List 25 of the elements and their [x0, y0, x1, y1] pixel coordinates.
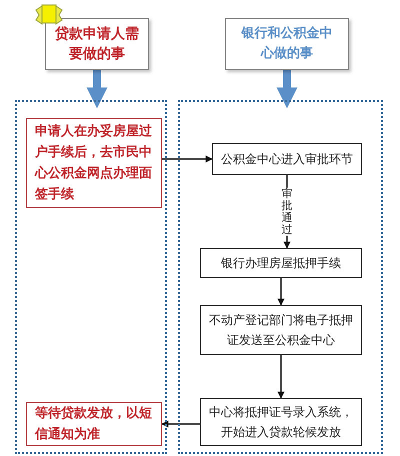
step-text: 公积金中心进入审批环节: [221, 151, 353, 168]
arrow: [86, 70, 108, 108]
edge-label: 审批通过: [282, 187, 292, 236]
arrow: [161, 420, 200, 428]
dotted-panel: [15, 100, 167, 454]
arrow: [162, 156, 213, 162]
dotted-panel: [178, 100, 383, 454]
step-box: [26, 402, 162, 446]
process-box: [200, 248, 362, 278]
arrow: [278, 278, 284, 306]
process-box: [200, 398, 362, 446]
step-text: 中心将抵押证号录入系统，开始进入贷款轮候发放: [209, 404, 353, 441]
step-text: 贷款申请人需要做的事: [54, 25, 140, 64]
heading-box: [225, 18, 349, 70]
step-text: 不动产登记部门将电子抵押证发送至公积金中心: [209, 312, 353, 349]
arrow: [276, 70, 298, 108]
arrow: [278, 355, 284, 399]
step-text: 等待贷款发放，以短信通知为准: [35, 404, 153, 444]
step-text: 申请人在办妥房屋过户手续后，去市民中心公积金网点办理面签手续: [35, 122, 153, 204]
process-box: [200, 305, 362, 355]
step-box: [26, 118, 162, 208]
heading-box: [45, 18, 149, 70]
step-text: 银行办理房屋抵押手续: [221, 255, 341, 272]
process-box: [212, 143, 362, 175]
step-text: 银行和公积金中心做的事: [240, 25, 334, 63]
